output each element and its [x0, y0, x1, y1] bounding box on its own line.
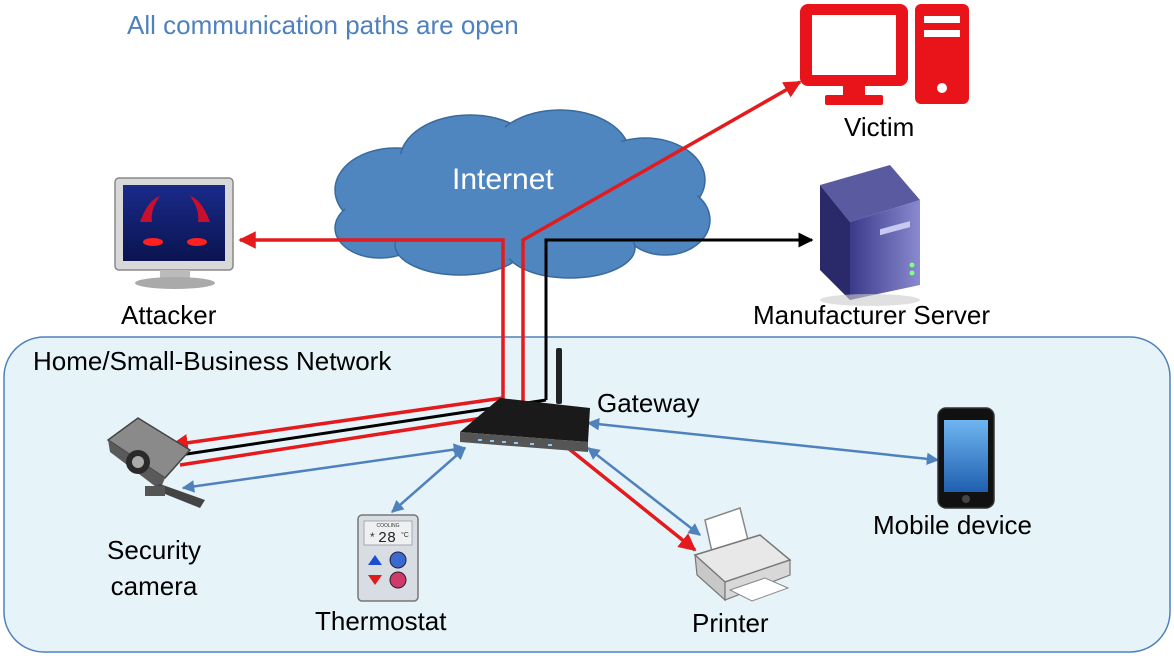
local-paths: [181, 417, 940, 536]
victim-computer-icon: [800, 4, 969, 105]
thermostat-unit: °C: [401, 531, 409, 539]
printer-label: Printer: [692, 608, 769, 638]
thermostat-local-path: [391, 447, 466, 513]
thermostat-mode: COOLING: [376, 523, 399, 529]
printer-icon: [693, 507, 792, 602]
internet-label: Internet: [452, 163, 554, 196]
home-network-label: Home/Small-Business Network: [33, 346, 392, 376]
gateway-label: Gateway: [597, 388, 700, 418]
mobile-device-icon: [937, 407, 995, 509]
victim-path: [521, 80, 802, 412]
camera-attack-path-1: [170, 396, 504, 452]
thermostat-label: Thermostat: [315, 606, 447, 636]
security-camera-icon: [106, 417, 205, 508]
thermostat-temperature: 28: [378, 530, 396, 547]
diagram-caption: All communication paths are open: [127, 10, 519, 40]
victim-label: Victim: [844, 112, 915, 142]
mobile-local-path: [586, 417, 940, 466]
attacker-label: Attacker: [121, 300, 217, 330]
camera-label: Security camera: [107, 535, 201, 601]
manufacturer-server-icon: [820, 165, 920, 306]
svg-text:*: *: [370, 530, 375, 544]
mobile-label: Mobile device: [873, 510, 1032, 540]
gateway-router-icon: [460, 348, 590, 452]
thermostat-icon: COOLING * 28 °C: [357, 514, 419, 602]
home-network-region: [3, 336, 1171, 653]
attacker-path: [238, 231, 505, 410]
server-label: Manufacturer Server: [753, 300, 990, 330]
attacker-monitor-icon: [114, 177, 234, 289]
server-path: [544, 232, 814, 400]
